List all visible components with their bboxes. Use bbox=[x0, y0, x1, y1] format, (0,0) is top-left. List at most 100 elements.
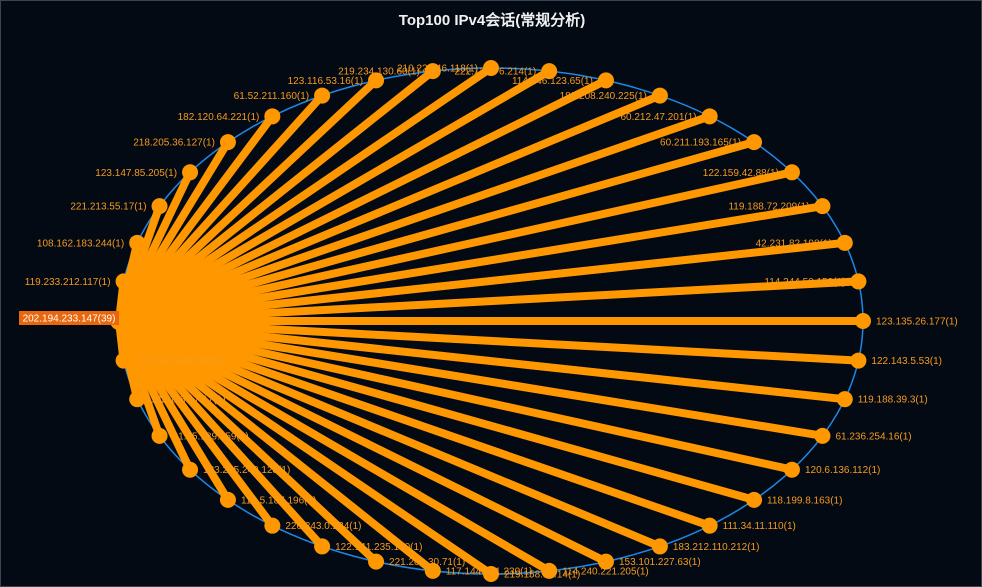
node-label-108.162.183.244: 108.162.183.244(1) bbox=[37, 238, 124, 249]
node-label-221.213.55.17: 221.213.55.17(1) bbox=[70, 202, 146, 213]
chart-title: Top100 IPv4会话(常规分析) bbox=[398, 12, 586, 29]
node-61.52.211.160[interactable] bbox=[314, 87, 331, 104]
edge-219.234.130.60 bbox=[115, 67, 437, 325]
node-218.205.36.127[interactable] bbox=[219, 134, 236, 151]
edge-153.101.227.63 bbox=[115, 317, 610, 566]
node-118.199.8.163[interactable] bbox=[746, 491, 763, 508]
edge-182.120.64.221 bbox=[115, 112, 277, 325]
center-label-box bbox=[19, 311, 119, 325]
edge-122.159.42.88 bbox=[115, 168, 796, 325]
node-label-61.52.211.160: 61.52.211.160(1) bbox=[234, 91, 309, 102]
node-label-111.34.11.110: 111.34.11.110(1) bbox=[723, 521, 796, 532]
edge-114.240.221.205 bbox=[115, 317, 554, 575]
node-label-210.22.146.118: 210.22.146.118(1) bbox=[397, 64, 478, 75]
node-114.246.123.65[interactable] bbox=[597, 72, 614, 89]
node-label-182.120.64.221: 182.120.64.221(1) bbox=[178, 112, 260, 123]
node-182.120.64.221[interactable] bbox=[264, 108, 281, 125]
node-label-114.244.50.159: 114.244.50.159(1) bbox=[764, 277, 845, 288]
node-label-182.118.17.17: 182.118.17.17(1) bbox=[150, 395, 225, 406]
node-label-123.135.26.177: 123.135.26.177(1) bbox=[876, 317, 958, 328]
edge-123.116.53.16 bbox=[115, 76, 381, 325]
node-label-60.211.193.165: 60.211.193.165(1) bbox=[660, 138, 741, 149]
node-123.116.53.16[interactable] bbox=[368, 72, 385, 89]
node-222.132.76.214[interactable] bbox=[541, 63, 558, 80]
node-111.34.11.110[interactable] bbox=[701, 517, 718, 534]
node-183.212.110.212[interactable] bbox=[651, 538, 668, 555]
node-219.158.18.14[interactable] bbox=[483, 566, 499, 582]
edge-117.144.201.230 bbox=[115, 317, 437, 575]
node-219.234.130.60[interactable] bbox=[424, 63, 441, 80]
node-123.147.85.205[interactable] bbox=[182, 164, 199, 181]
node-221.213.55.17[interactable] bbox=[151, 198, 168, 215]
edge-119.188.39.3 bbox=[115, 317, 849, 404]
node-60.212.47.201[interactable] bbox=[701, 108, 718, 125]
node-220.243.0.234[interactable] bbox=[264, 517, 281, 534]
edge-122.141.235.140 bbox=[115, 317, 327, 551]
edge-60.211.193.165 bbox=[115, 138, 759, 325]
node-108.162.183.244[interactable] bbox=[129, 234, 146, 251]
node-122.141.235.140[interactable] bbox=[314, 538, 331, 555]
edge-210.22.146.118 bbox=[115, 64, 495, 325]
node-label-112.5.187.196: 112.5.187.196(1) bbox=[241, 495, 316, 506]
node-label-122.159.42.88: 122.159.42.88(1) bbox=[703, 168, 779, 179]
node-label-119.188.39.3: 119.188.39.3(1) bbox=[858, 395, 928, 406]
node-61.55.189.159[interactable] bbox=[151, 427, 168, 444]
edge-61.236.254.16 bbox=[115, 317, 827, 440]
node-183.208.240.225[interactable] bbox=[651, 87, 668, 104]
node-label-120.6.136.112: 120.6.136.112(1) bbox=[805, 465, 880, 476]
node-label-122.141.235.140: 122.141.235.140(1) bbox=[335, 542, 422, 553]
node-label-42.231.82.198: 42.231.82.198(1) bbox=[756, 238, 832, 249]
edges-layer bbox=[115, 64, 867, 578]
labels-layer: 117.140.249.183(1)182.118.17.17(1)61.55.… bbox=[25, 64, 958, 581]
node-label-219.158.18.14: 219.158.18.14(1) bbox=[504, 570, 580, 581]
node-114.240.221.205[interactable] bbox=[541, 562, 558, 579]
edge-183.208.240.225 bbox=[115, 91, 664, 325]
node-label-123.116.53.16: 123.116.53.16(1) bbox=[288, 76, 363, 87]
node-label-183.208.240.225: 183.208.240.225(1) bbox=[560, 91, 647, 102]
node-123.135.26.177[interactable] bbox=[855, 313, 871, 329]
node-117.144.201.230[interactable] bbox=[424, 562, 441, 579]
node-label-153.101.227.63: 153.101.227.63(1) bbox=[619, 557, 701, 568]
node-221.209.30.71[interactable] bbox=[368, 553, 385, 570]
edge-120.6.136.112 bbox=[115, 317, 796, 474]
edge-114.246.123.65 bbox=[115, 76, 610, 325]
node-183.235.249.128[interactable] bbox=[182, 461, 199, 478]
edge-183.212.110.212 bbox=[115, 317, 664, 551]
edge-42.231.82.198 bbox=[115, 238, 849, 325]
node-120.6.136.112[interactable] bbox=[783, 461, 800, 478]
node-label-222.132.76.214: 222.132.76.214(1) bbox=[454, 67, 536, 78]
edge-118.199.8.163 bbox=[115, 317, 759, 504]
node-label-221.209.30.71: 221.209.30.71(1) bbox=[389, 557, 465, 568]
center-label-text: 202.194.233.147(39) bbox=[23, 314, 116, 325]
node-label-61.55.189.159: 61.55.189.159(1) bbox=[173, 431, 249, 442]
node-label-114.240.221.205: 114.240.221.205(1) bbox=[562, 566, 649, 577]
edge-60.212.47.201 bbox=[115, 112, 714, 325]
node-119.233.212.117[interactable] bbox=[115, 273, 132, 290]
node-label-61.236.254.16: 61.236.254.16(1) bbox=[835, 431, 911, 442]
edge-222.132.76.214 bbox=[115, 67, 554, 325]
node-label-219.234.130.60: 219.234.130.60(1) bbox=[338, 67, 420, 78]
node-112.5.187.196[interactable] bbox=[219, 491, 236, 508]
node-122.159.42.88[interactable] bbox=[783, 164, 800, 181]
node-182.118.17.17[interactable] bbox=[129, 391, 146, 408]
node-122.143.5.53[interactable] bbox=[850, 352, 867, 369]
node-61.236.254.16[interactable] bbox=[814, 427, 831, 444]
node-42.231.82.198[interactable] bbox=[836, 234, 853, 251]
node-60.211.193.165[interactable] bbox=[746, 134, 763, 151]
node-119.188.39.3[interactable] bbox=[836, 391, 853, 408]
edge-114.244.50.159 bbox=[115, 277, 863, 325]
center-node-label: 202.194.233.147(39) bbox=[19, 311, 119, 325]
node-label-122.143.5.53: 122.143.5.53(1) bbox=[871, 356, 942, 367]
node-114.244.50.159[interactable] bbox=[850, 273, 867, 290]
node-label-118.199.8.163: 118.199.8.163(1) bbox=[767, 495, 842, 506]
node-153.101.227.63[interactable] bbox=[597, 553, 614, 570]
node-210.22.146.118[interactable] bbox=[483, 60, 499, 76]
edge-111.34.11.110 bbox=[115, 317, 714, 530]
node-117.140.249.183[interactable] bbox=[115, 352, 132, 369]
node-119.188.72.209[interactable] bbox=[814, 198, 831, 215]
nodes-layer bbox=[110, 60, 871, 582]
node-label-114.246.123.65: 114.246.123.65(1) bbox=[512, 76, 593, 87]
edge-61.52.211.160 bbox=[115, 91, 327, 325]
